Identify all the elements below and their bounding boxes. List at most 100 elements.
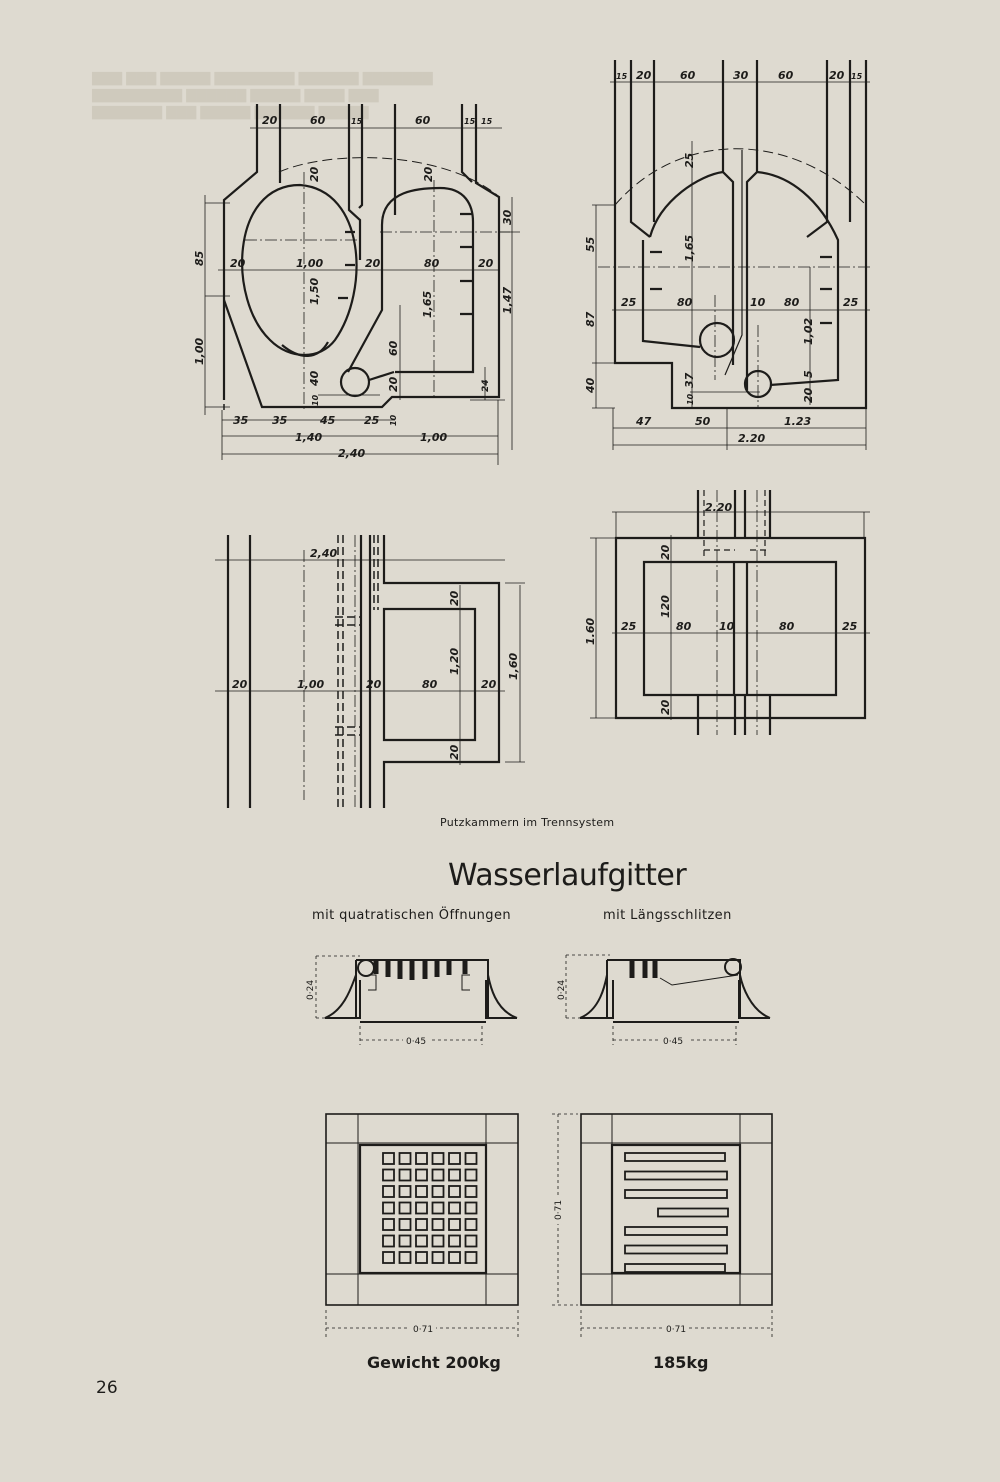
dim-label: 0·24: [557, 980, 567, 1000]
slot-opening: [624, 1263, 726, 1273]
square-opening: [448, 1152, 461, 1165]
square-opening: [415, 1168, 428, 1182]
dim-label: 0·45: [406, 1037, 426, 1047]
dim-label: 25: [842, 620, 858, 633]
dim-label: 30: [501, 209, 514, 225]
dim-label: 25: [364, 414, 380, 427]
square-opening: [464, 1218, 478, 1231]
dim-label: 5: [802, 370, 815, 378]
square-opening: [431, 1152, 445, 1165]
dim-label: 0·45: [663, 1037, 683, 1047]
dim-label: 37: [683, 372, 696, 388]
dim-label: 2,40: [338, 447, 365, 460]
square-opening: [448, 1218, 461, 1231]
square-opening: [382, 1234, 395, 1248]
square-opening: [431, 1218, 445, 1231]
dim-label: 1,00: [420, 431, 447, 444]
section-title: Wasserlaufgitter: [448, 858, 687, 893]
dim-label: 20: [448, 590, 461, 606]
dim-label: 20: [230, 257, 246, 270]
dim-label: 20: [802, 387, 815, 403]
square-opening: [431, 1251, 445, 1264]
dim-label: 60: [778, 69, 794, 82]
square-opening: [431, 1168, 445, 1182]
slot-opening: [624, 1189, 728, 1199]
dim-label: 80: [677, 296, 693, 309]
dim-label: 20: [262, 114, 278, 127]
dim-label: 80: [676, 620, 692, 633]
grate-slot-openings: [624, 1152, 729, 1273]
dim-label: 10: [389, 414, 398, 426]
slot-opening: [624, 1226, 728, 1236]
square-opening: [398, 1234, 412, 1248]
dim-label: 0·71: [413, 1325, 433, 1335]
dim-label: 45: [319, 414, 336, 427]
square-opening: [464, 1185, 478, 1198]
square-opening: [448, 1251, 461, 1264]
square-opening: [448, 1168, 461, 1182]
dim-label: 20: [308, 166, 321, 182]
dim-label: 2.20: [705, 501, 732, 514]
dim-label: 10: [311, 394, 320, 406]
dim-label: 15: [616, 72, 628, 81]
dim-label: 1,00: [297, 678, 324, 691]
dim-label: 10: [686, 393, 695, 405]
dim-label: 25: [621, 620, 637, 633]
dim-label: 20: [448, 744, 461, 760]
dim-label: 1,47: [501, 287, 514, 314]
square-opening: [448, 1234, 461, 1248]
square-opening: [415, 1201, 428, 1215]
dim-label: 1,65: [683, 235, 696, 262]
dim-label: 40: [308, 370, 321, 387]
square-opening: [398, 1201, 412, 1215]
dim-label: 2.20: [738, 432, 765, 445]
dim-label: 2,40: [310, 547, 337, 560]
dim-label: 60: [680, 69, 696, 82]
square-opening: [464, 1234, 478, 1248]
dim-label: 20: [478, 257, 494, 270]
square-opening: [464, 1168, 478, 1182]
slot-opening: [624, 1152, 726, 1162]
dim-label: 1,02: [802, 318, 815, 345]
figure-caption: Putzkammern im Trennsystem: [440, 816, 615, 829]
dim-label: 1,00: [296, 257, 323, 270]
dim-label: 120: [659, 595, 672, 618]
square-opening: [382, 1185, 395, 1198]
dim-label: 60: [415, 114, 431, 127]
slot-opening: [624, 1244, 728, 1255]
square-opening: [431, 1234, 445, 1248]
dim-label: 40: [584, 377, 597, 394]
dim-label: 50: [695, 415, 711, 428]
dim-label: 35: [233, 414, 249, 427]
dim-label: 20: [422, 166, 435, 182]
square-opening: [464, 1201, 478, 1215]
square-opening: [431, 1185, 445, 1198]
variant-subtitle: mit quatratischen Öffnungen: [312, 908, 512, 923]
dim-label: 85: [193, 250, 206, 266]
square-opening: [415, 1218, 428, 1231]
dim-label: 0·71: [666, 1325, 686, 1335]
dim-label: 0·24: [306, 980, 316, 1000]
dim-label: 20: [829, 69, 845, 82]
dim-label: 15: [851, 72, 863, 81]
dim-label: 1,00: [193, 338, 206, 365]
square-opening: [398, 1251, 412, 1264]
dim-label: 20: [232, 678, 248, 691]
page-number: 26: [96, 1378, 118, 1398]
dim-label: 15: [351, 117, 363, 126]
square-opening: [415, 1234, 428, 1248]
square-opening: [448, 1185, 461, 1198]
dim-label: 55: [584, 236, 597, 252]
dim-label: 80: [784, 296, 800, 309]
dim-label: 47: [635, 415, 652, 428]
square-opening: [382, 1251, 395, 1264]
dim-label: 20: [481, 678, 497, 691]
square-opening: [398, 1168, 412, 1182]
